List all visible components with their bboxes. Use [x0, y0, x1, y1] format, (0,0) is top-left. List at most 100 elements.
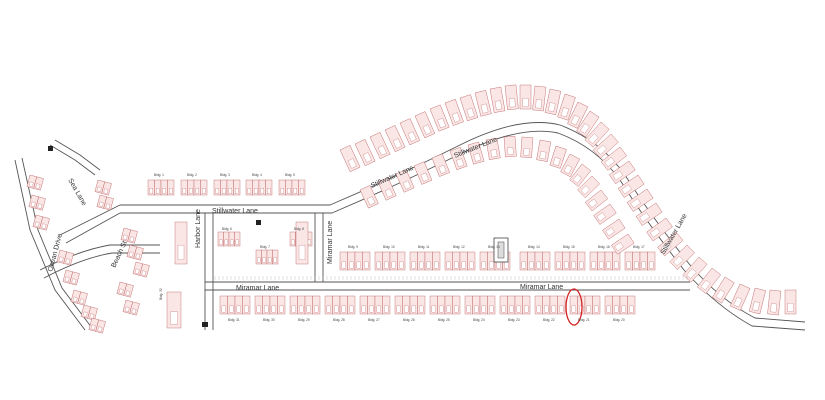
unit-garage: [384, 305, 389, 313]
building-bldg-23: [499, 295, 531, 315]
unit-garage: [376, 261, 381, 269]
curve-unit-inner-1: [377, 177, 397, 201]
curve-unit-outer-8: [459, 94, 479, 122]
unit-garage: [411, 261, 416, 269]
curve-unit-inner-5: [449, 147, 468, 171]
unit-garage: [229, 305, 234, 313]
building-label: Bldg. 7: [260, 245, 270, 249]
unit-garage: [262, 257, 266, 263]
unit-garage: [733, 297, 743, 308]
unit-garage: [236, 305, 241, 313]
highlighted-building-marker[interactable]: [565, 288, 583, 326]
unit-garage: [509, 305, 514, 313]
curve-unit-outer-5: [414, 111, 436, 139]
unit-garage: [377, 145, 387, 156]
unit-garage: [169, 188, 173, 194]
unit-garage: [411, 305, 416, 313]
unit-garage: [466, 107, 475, 118]
unit-cell: [542, 251, 551, 271]
unit-garage: [588, 133, 599, 144]
unit-garage: [141, 270, 147, 276]
unit-garage: [384, 188, 394, 198]
unit-garage: [599, 261, 604, 269]
unit-garage: [235, 188, 239, 194]
unit-garage: [28, 181, 34, 187]
harbor-stack-left: [174, 221, 188, 265]
west-diagonal-road: [39, 244, 160, 279]
unit-garage: [103, 188, 109, 194]
unit-garage: [564, 261, 569, 269]
unit-garage: [177, 244, 185, 260]
curve-unit-inner-7: [485, 137, 501, 160]
curve-unit-inner-12: [560, 153, 580, 178]
unit-cell: [784, 289, 797, 315]
unit-garage: [431, 305, 436, 313]
curve-unit-outer-23: [626, 188, 654, 212]
unit-garage: [267, 188, 271, 194]
unit-cell: [519, 84, 532, 110]
west-unit-10: [120, 227, 138, 244]
building-bldg-29: [289, 295, 321, 315]
unit-garage: [630, 198, 641, 209]
west-unit-2: [32, 214, 50, 231]
west-unit-9: [96, 194, 114, 211]
street-label-stillwater-west: Stillwater Lane: [212, 208, 258, 215]
street-label-miramar-west: Miramar Lane: [236, 285, 279, 292]
unit-garage: [71, 278, 77, 284]
unit-cell: [167, 179, 175, 196]
unit-garage: [228, 188, 232, 194]
unit-cell: [647, 251, 656, 271]
curve-unit-outer-15: [557, 93, 576, 121]
building-bldg-4: [245, 179, 273, 196]
unit-garage: [271, 305, 276, 313]
building-bldg-6: [217, 231, 241, 247]
unit-garage: [170, 311, 178, 325]
unit-garage: [438, 164, 447, 174]
unit-garage: [349, 305, 354, 313]
unit-garage: [596, 144, 607, 155]
unit-garage: [341, 261, 346, 269]
west-unit-11: [126, 244, 144, 261]
curve-unit-outer-2: [369, 132, 391, 159]
unit-garage: [156, 188, 160, 194]
building-bldg-25: [429, 295, 461, 315]
unit-garage: [364, 261, 369, 269]
building-label: Bldg. 5: [285, 173, 295, 177]
unit-garage: [588, 198, 598, 208]
building-bldg-27: [359, 295, 391, 315]
unit-garage: [419, 261, 424, 269]
unit-garage: [446, 261, 451, 269]
unit-garage: [621, 184, 632, 195]
unit-garage: [529, 261, 534, 269]
unit-garage: [548, 102, 556, 112]
unit-garage: [376, 305, 381, 313]
building-bldg-12: [444, 251, 476, 271]
unit-garage: [369, 305, 374, 313]
unit-garage: [490, 149, 498, 158]
unit-garage: [523, 148, 530, 156]
unit-garage: [82, 311, 88, 317]
gate-marker-north: [48, 146, 53, 151]
unit-garage: [396, 305, 401, 313]
unit-garage: [300, 188, 304, 194]
unit-cell: [627, 295, 636, 315]
unit-garage: [614, 261, 619, 269]
unit-garage: [469, 261, 474, 269]
unit-garage: [189, 188, 193, 194]
street-label-harbor-lane: Harbor Lane: [195, 209, 202, 248]
unit-garage: [34, 221, 40, 227]
building-bldg-1: [147, 179, 175, 196]
curve-unit-outer-30: [712, 276, 735, 304]
west-unit-8: [94, 179, 112, 196]
unit-garage: [307, 239, 311, 245]
unit-cell: [234, 231, 241, 247]
unit-garage: [219, 239, 223, 245]
building-label: Bldg. 6: [222, 227, 232, 231]
building-label: Bldg. 20: [613, 318, 625, 322]
unit-garage: [291, 305, 296, 313]
unit-garage: [612, 170, 624, 181]
curve-unit-inner-11: [549, 145, 567, 169]
unit-garage: [446, 305, 451, 313]
curve-unit-outer-21: [609, 160, 636, 185]
curve-unit-inner-13: [569, 163, 591, 187]
